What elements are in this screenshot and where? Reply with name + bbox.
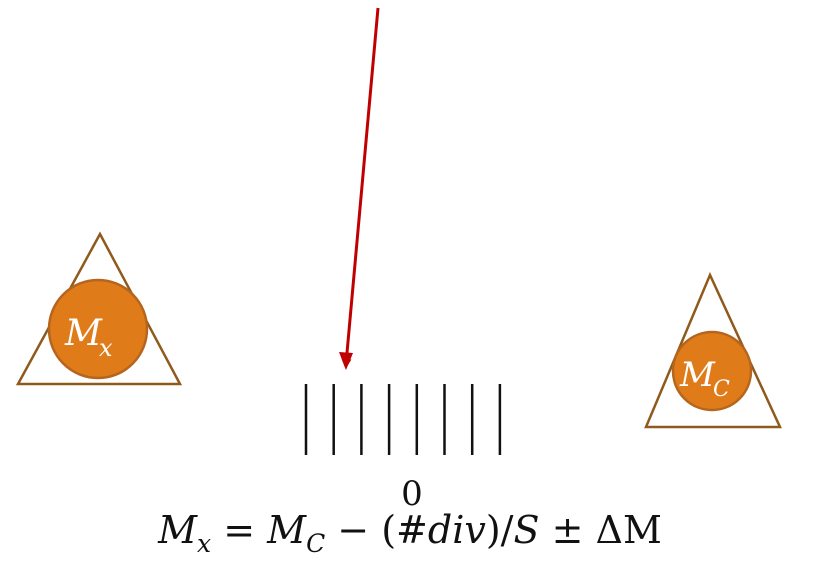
formula-s: S <box>513 508 540 552</box>
pointer-arrow <box>341 7 380 369</box>
formula-lhs-symbol: M <box>158 508 198 552</box>
formula-div: div <box>427 508 486 552</box>
calibrated-weight-disc <box>671 330 753 412</box>
calibrated-weight-symbol: M <box>679 355 716 395</box>
unknown-weight-symbol: M <box>64 313 103 354</box>
formula-pm: ± ΔM <box>539 508 662 552</box>
formula-minus: − (# <box>325 508 428 552</box>
scale-divisions <box>304 384 502 455</box>
pointer-arrow-head <box>339 352 353 370</box>
formula-lhs-subscript: x <box>197 529 212 558</box>
unknown-weight-disc <box>47 278 149 380</box>
calibrated-weight: M C <box>644 271 782 429</box>
formula: Mx = MC − (#div)/S ± ΔM <box>0 508 820 566</box>
calibrated-weight-subscript: C <box>713 377 730 402</box>
unknown-weight-subscript: x <box>99 334 113 362</box>
formula-mc-subscript: C <box>306 529 326 558</box>
unknown-weight: M x <box>15 231 183 386</box>
formula-close: )/ <box>485 508 514 552</box>
formula-mc-symbol: M <box>267 508 307 552</box>
zero-label: 0 <box>401 474 423 514</box>
formula-equals: = <box>211 508 268 552</box>
